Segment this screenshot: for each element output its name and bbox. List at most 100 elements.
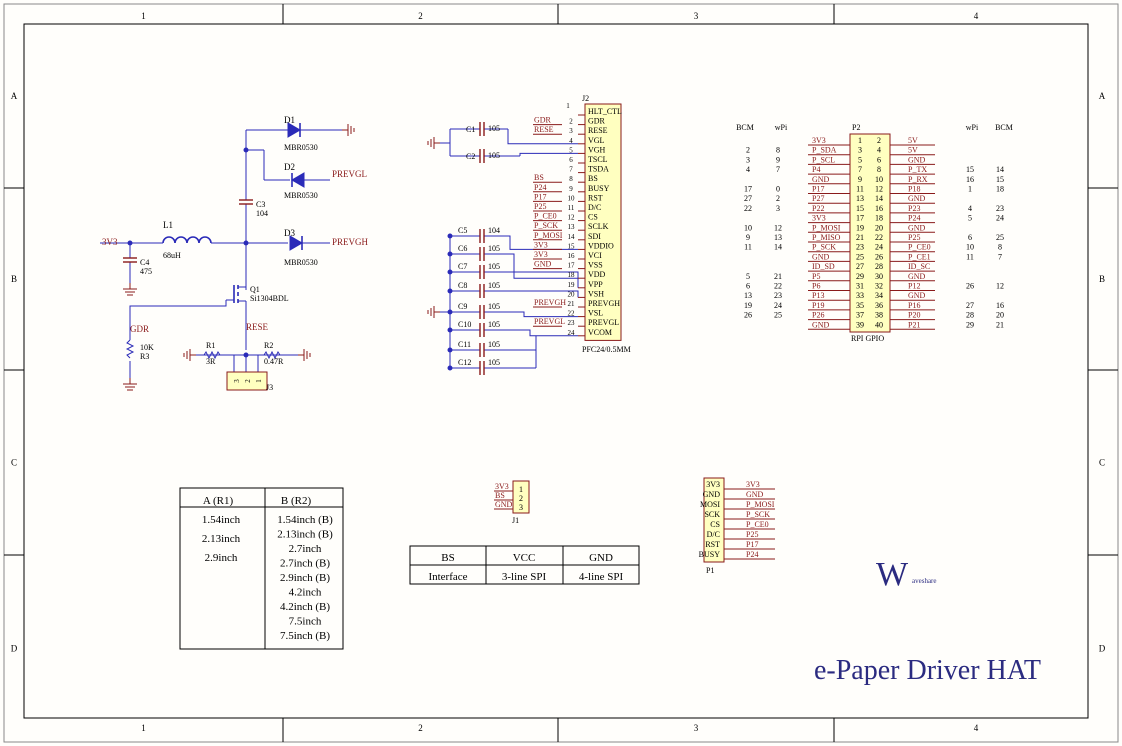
diode-d2-ref: D2 bbox=[284, 162, 295, 172]
capacitor-c9 bbox=[479, 305, 485, 319]
gpio-net-left: 3V3 bbox=[812, 136, 826, 145]
resistor-r3 bbox=[125, 339, 135, 359]
ground-symbol bbox=[342, 124, 355, 136]
gpio-net-left: GND bbox=[812, 320, 830, 329]
capacitor-c10 bbox=[479, 323, 485, 337]
gpio-pin-even: 20 bbox=[875, 223, 883, 232]
gpio-wpi-right: 29 bbox=[966, 320, 974, 329]
j1-pin-number: 1 bbox=[519, 485, 523, 494]
cap-ref: C6 bbox=[458, 244, 467, 253]
gpio-bcm-left: 13 bbox=[744, 291, 752, 300]
wire bbox=[484, 271, 579, 288]
j2-pin-name: CS bbox=[588, 213, 598, 222]
j2-pin-number: 17 bbox=[568, 262, 576, 270]
p1-pin-name: CS bbox=[710, 520, 720, 529]
j2-pin-name: VDDIO bbox=[588, 241, 614, 250]
cap-c2-value: 105 bbox=[488, 151, 500, 160]
j2-pin-number: 10 bbox=[568, 194, 576, 202]
gpio-bcm-right: 16 bbox=[996, 301, 1004, 310]
cap-c4-value: 475 bbox=[140, 267, 152, 276]
p1-pin-name: D/C bbox=[707, 530, 720, 539]
j2-net-label: PREVGL bbox=[534, 317, 565, 326]
gpio-bcm-left: 3 bbox=[746, 155, 750, 164]
p1-net-label: GND bbox=[746, 490, 764, 499]
size-table-a-item: 1.54inch bbox=[202, 514, 241, 526]
net-label-3v3: 3V3 bbox=[102, 237, 118, 247]
size-table-b-item: 1.54inch (B) bbox=[277, 514, 333, 526]
outer-border bbox=[3, 3, 1119, 743]
gpio-wpi-left: 24 bbox=[774, 301, 782, 310]
gpio-pin-even: 28 bbox=[875, 262, 883, 271]
connector-j2 bbox=[584, 103, 622, 341]
junction-dot bbox=[447, 347, 453, 353]
j2-pin-number: 9 bbox=[569, 185, 573, 193]
gpio-pin-even: 14 bbox=[875, 194, 883, 203]
cap-c3-value: 104 bbox=[256, 209, 268, 218]
inductor-ref: L1 bbox=[163, 220, 173, 230]
gpio-net-left: P_SDA bbox=[812, 146, 837, 155]
j2-pin-name: VGL bbox=[588, 136, 605, 145]
resistor-r2 bbox=[263, 350, 281, 360]
gpio-bcm-right: 18 bbox=[996, 185, 1004, 194]
j2-pin-name: HLT_CTL bbox=[588, 107, 622, 116]
j2-pin-number: 21 bbox=[568, 300, 576, 308]
j1-net-label: 3V3 bbox=[495, 482, 509, 491]
gpio-net-left: P27 bbox=[812, 194, 824, 203]
junction-dot bbox=[243, 147, 249, 153]
gpio-wpi-left: 2 bbox=[776, 194, 780, 203]
junction-dot bbox=[447, 327, 453, 333]
gpio-pin-even: 8 bbox=[877, 165, 881, 174]
gpio-wpi-left: 25 bbox=[774, 311, 782, 320]
j1-ref: J1 bbox=[512, 516, 519, 525]
cap-c4-ref: C4 bbox=[140, 258, 149, 267]
connector-j3-pin: 2 bbox=[244, 379, 252, 383]
cap-value: 105 bbox=[488, 244, 500, 253]
frame-row-label: C bbox=[11, 458, 17, 468]
wire bbox=[484, 329, 578, 337]
gpio-net-left: P_MOSI bbox=[812, 223, 841, 232]
gpio-bcm-left: 27 bbox=[744, 194, 752, 203]
j2-pin-name: VCOM bbox=[588, 328, 612, 337]
logo-text: aveshare bbox=[912, 577, 936, 585]
capacitor-c7 bbox=[479, 265, 485, 279]
gpio-net-right: GND bbox=[908, 155, 926, 164]
size-table-b-item: 4.2inch bbox=[289, 587, 322, 599]
cap-value: 105 bbox=[488, 358, 500, 367]
gpio-bcm-left: 5 bbox=[746, 272, 750, 281]
p1-net-label: P25 bbox=[746, 530, 758, 539]
frame-row-label: B bbox=[1099, 274, 1105, 284]
capacitor-c2 bbox=[479, 149, 485, 163]
connector-j3-pin: 1 bbox=[255, 379, 263, 383]
gpio-net-left: P13 bbox=[812, 291, 824, 300]
j2-pin-name: TSCL bbox=[588, 155, 608, 164]
size-table-header-a: A (R1) bbox=[203, 495, 234, 507]
j2-pin-name: VGH bbox=[588, 145, 606, 154]
j2-net-label: 3V3 bbox=[534, 240, 548, 249]
connector-j1 bbox=[512, 480, 530, 514]
j2-net-label: P25 bbox=[534, 202, 546, 211]
gpio-bcm-right: 24 bbox=[996, 214, 1004, 223]
gpio-net-right: P_CE1 bbox=[908, 252, 931, 261]
frame-column-label: 2 bbox=[418, 11, 423, 21]
net-label-gdr: GDR bbox=[130, 324, 149, 334]
gpio-pin-odd: 13 bbox=[856, 194, 864, 203]
diode-d2 bbox=[291, 172, 305, 188]
frame-row-label: D bbox=[1099, 644, 1106, 654]
net-label-rese: RESE bbox=[246, 322, 269, 332]
gpio-wpi-left: 9 bbox=[776, 155, 780, 164]
ground-symbol bbox=[123, 283, 137, 296]
gpio-bcm-right: 8 bbox=[998, 243, 1002, 252]
gpio-bcm-left: 17 bbox=[744, 185, 752, 194]
j2-net-label: RESE bbox=[534, 125, 554, 134]
j2-pin-number: 5 bbox=[569, 146, 573, 154]
frame-row-label: C bbox=[1099, 458, 1105, 468]
j2-pin-number: 22 bbox=[568, 310, 576, 318]
gpio-pin-odd: 29 bbox=[856, 272, 864, 281]
wire bbox=[484, 311, 578, 318]
drawing-frame bbox=[3, 3, 1119, 743]
gpio-pin-even: 24 bbox=[875, 243, 883, 252]
diode-d3-ref: D3 bbox=[284, 228, 295, 238]
mosfet-ref: Q1 bbox=[250, 285, 260, 294]
gpio-net-right: GND bbox=[908, 223, 926, 232]
